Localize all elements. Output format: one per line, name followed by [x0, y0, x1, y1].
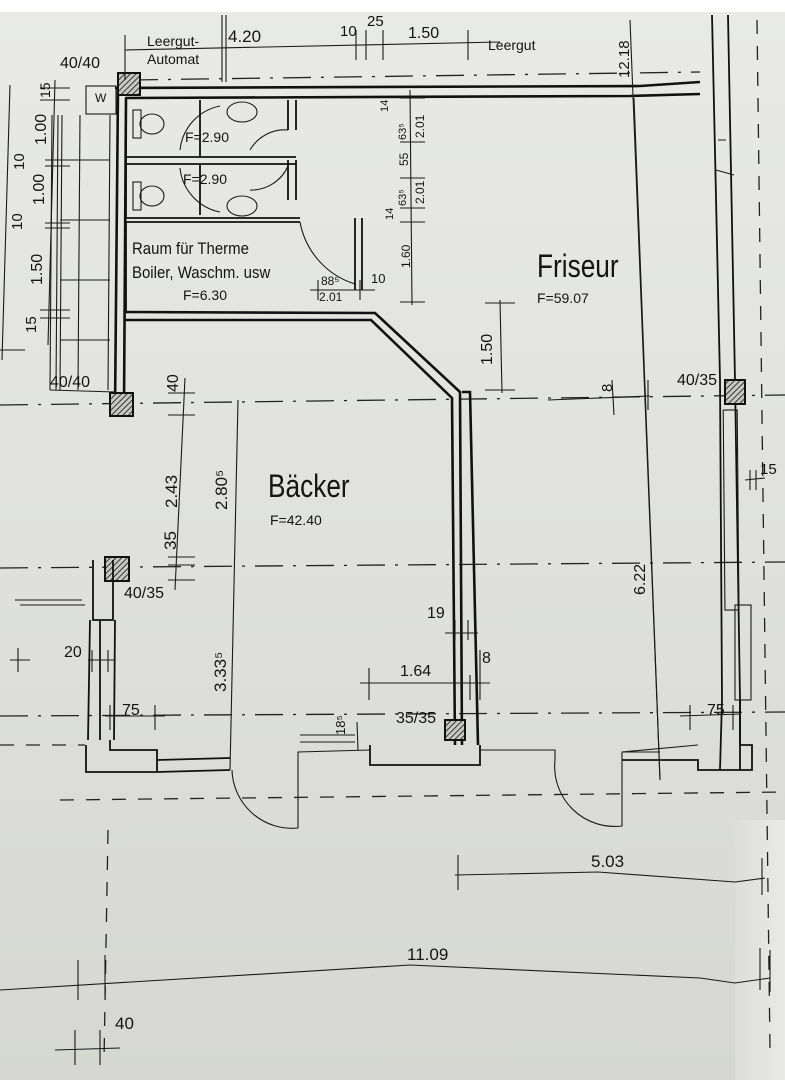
dim-bottom-40: 40 [115, 1014, 134, 1033]
room-area-wc2: F=2.90 [183, 171, 227, 187]
wc-block [123, 100, 480, 746]
dim-friseur-75: 75 [707, 702, 725, 719]
dim-baecker-164: 1.64 [400, 663, 432, 680]
label-leergut: Leergut [488, 37, 536, 53]
column-label-top-left: 40/40 [60, 55, 101, 72]
axis-lines [0, 19, 785, 1061]
dim-wc-201b: 2.01 [413, 180, 427, 204]
column-label-right: 40/35 [677, 372, 718, 389]
dim-top-150: 1.50 [408, 25, 440, 42]
dim-technik-201: 2.01 [319, 290, 343, 304]
paper-edge [0, 0, 785, 12]
dim-bottom-1109: 11.09 [407, 945, 449, 964]
room-area-baecker: F=42.40 [270, 512, 322, 528]
column-label-bottom-center: 35/35 [396, 710, 437, 727]
room-area-friseur: F=59.07 [537, 290, 589, 306]
room-name-friseur: Friseur [537, 248, 619, 284]
room-name-technik-line2: Boiler, Waschm. usw [132, 263, 271, 282]
room-name-technik-line1: Raum für Therme [132, 239, 249, 258]
dim-friseur-15: 15 [760, 461, 777, 478]
dim-top-420: 4.20 [228, 27, 262, 46]
dim-baecker-20: 20 [64, 644, 82, 661]
dim-left-15a: 15 [37, 82, 53, 98]
dim-wc-201a: 2.01 [413, 114, 427, 138]
dim-baecker-243: 2.43 [162, 474, 181, 508]
dim-baecker-35: 35 [161, 531, 180, 550]
dim-wc-55: 55 [397, 152, 411, 166]
columns [104, 72, 746, 741]
dim-baecker-2805: 2.80⁵ [212, 469, 231, 510]
dim-left-10a: 10 [11, 153, 28, 170]
dim-baecker-185: 18⁵ [333, 715, 348, 735]
dim-wc-635b: 63⁵ [397, 189, 409, 206]
room-name-baecker: Bäcker [268, 468, 350, 504]
dim-baecker-75: 75 [122, 702, 140, 719]
dim-technik-10: 10 [371, 271, 386, 286]
column-label-left-lower: 40/35 [124, 585, 165, 602]
dim-technik-885: 88⁵ [321, 274, 340, 288]
dim-wc-14a: 14 [379, 99, 391, 112]
dim-wc-635a: 63⁵ [397, 123, 409, 140]
dim-baecker-19: 19 [427, 605, 445, 622]
dim-bottom-503: 5.03 [591, 852, 625, 871]
dim-top-10: 10 [340, 23, 357, 40]
dimension-lines [0, 15, 771, 1065]
room-area-wc1: F=2.90 [185, 129, 229, 145]
label-leergut-automat-1: Leergut- [147, 33, 200, 49]
dim-left-15b: 15 [23, 316, 40, 333]
dim-left-150: 1.50 [29, 253, 46, 285]
baecker-left-wall [15, 560, 753, 829]
column-label-mid-left: 40/40 [50, 374, 91, 391]
room-area-technik: F=6.30 [183, 287, 227, 303]
dim-top-1218: 12.18 [616, 40, 633, 78]
dim-friseur-150: 1.50 [479, 333, 496, 365]
dim-baecker-3335: 3.33⁵ [211, 651, 230, 692]
dim-left-100b: 1.00 [31, 173, 48, 205]
dim-wc-160: 1.60 [399, 244, 413, 268]
dim-baecker-40: 40 [165, 374, 182, 392]
dim-left-10b: 10 [9, 213, 26, 230]
dim-friseur-622: 6.22 [632, 563, 649, 595]
label-leergut-automat-2: Automat [147, 51, 200, 67]
dim-left-100a: 1.00 [33, 113, 50, 145]
dim-friseur-8: 8 [599, 383, 616, 392]
dim-wc-14b: 14 [384, 207, 396, 220]
dim-top-25: 25 [367, 13, 384, 30]
dim-baecker-8: 8 [482, 650, 491, 667]
label-w-box: W [95, 91, 107, 105]
